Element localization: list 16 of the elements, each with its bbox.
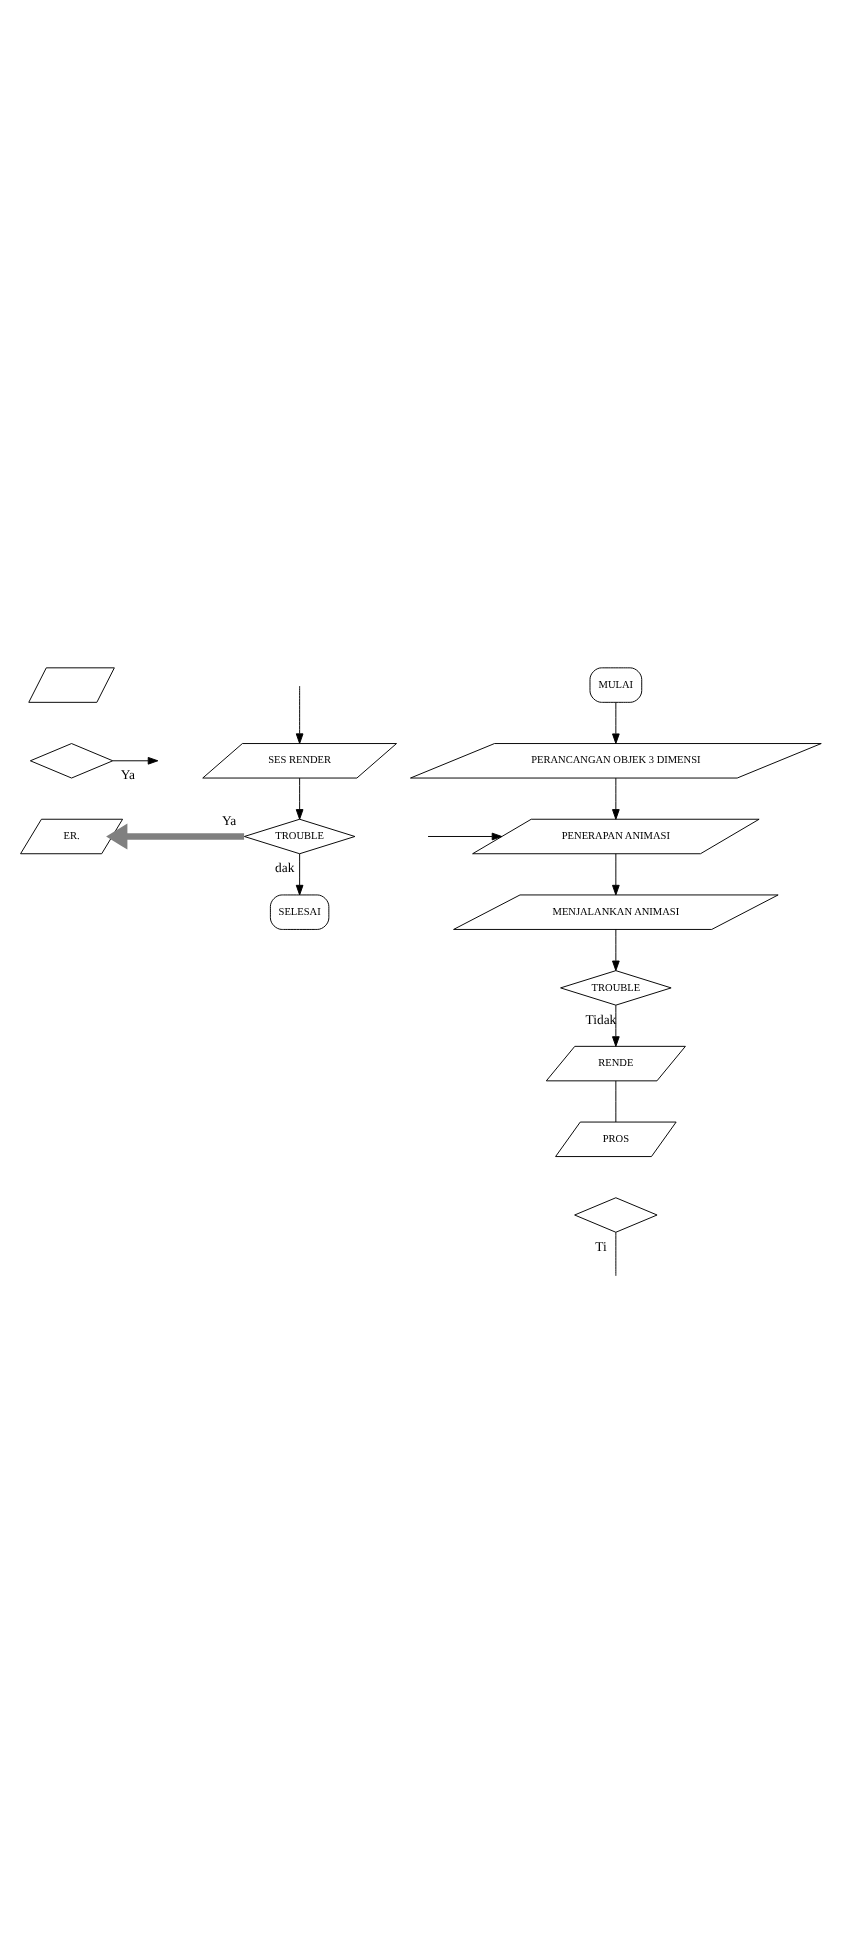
- connector: [615, 1230, 617, 1276]
- arrow: [612, 700, 620, 743]
- arrow: [612, 776, 620, 819]
- arrow: [427, 831, 503, 840]
- connector: [615, 1079, 617, 1122]
- arrow: [612, 928, 620, 971]
- node-diamond: [29, 742, 114, 778]
- arrow: [612, 1003, 620, 1046]
- node-diamond: [574, 1196, 658, 1232]
- node-box: [28, 666, 115, 702]
- arrow: [106, 822, 245, 849]
- arrow: [295, 684, 304, 743]
- arrow: [612, 852, 620, 895]
- arrow: [295, 776, 304, 819]
- arrow: [112, 755, 159, 764]
- arrow: [295, 852, 304, 895]
